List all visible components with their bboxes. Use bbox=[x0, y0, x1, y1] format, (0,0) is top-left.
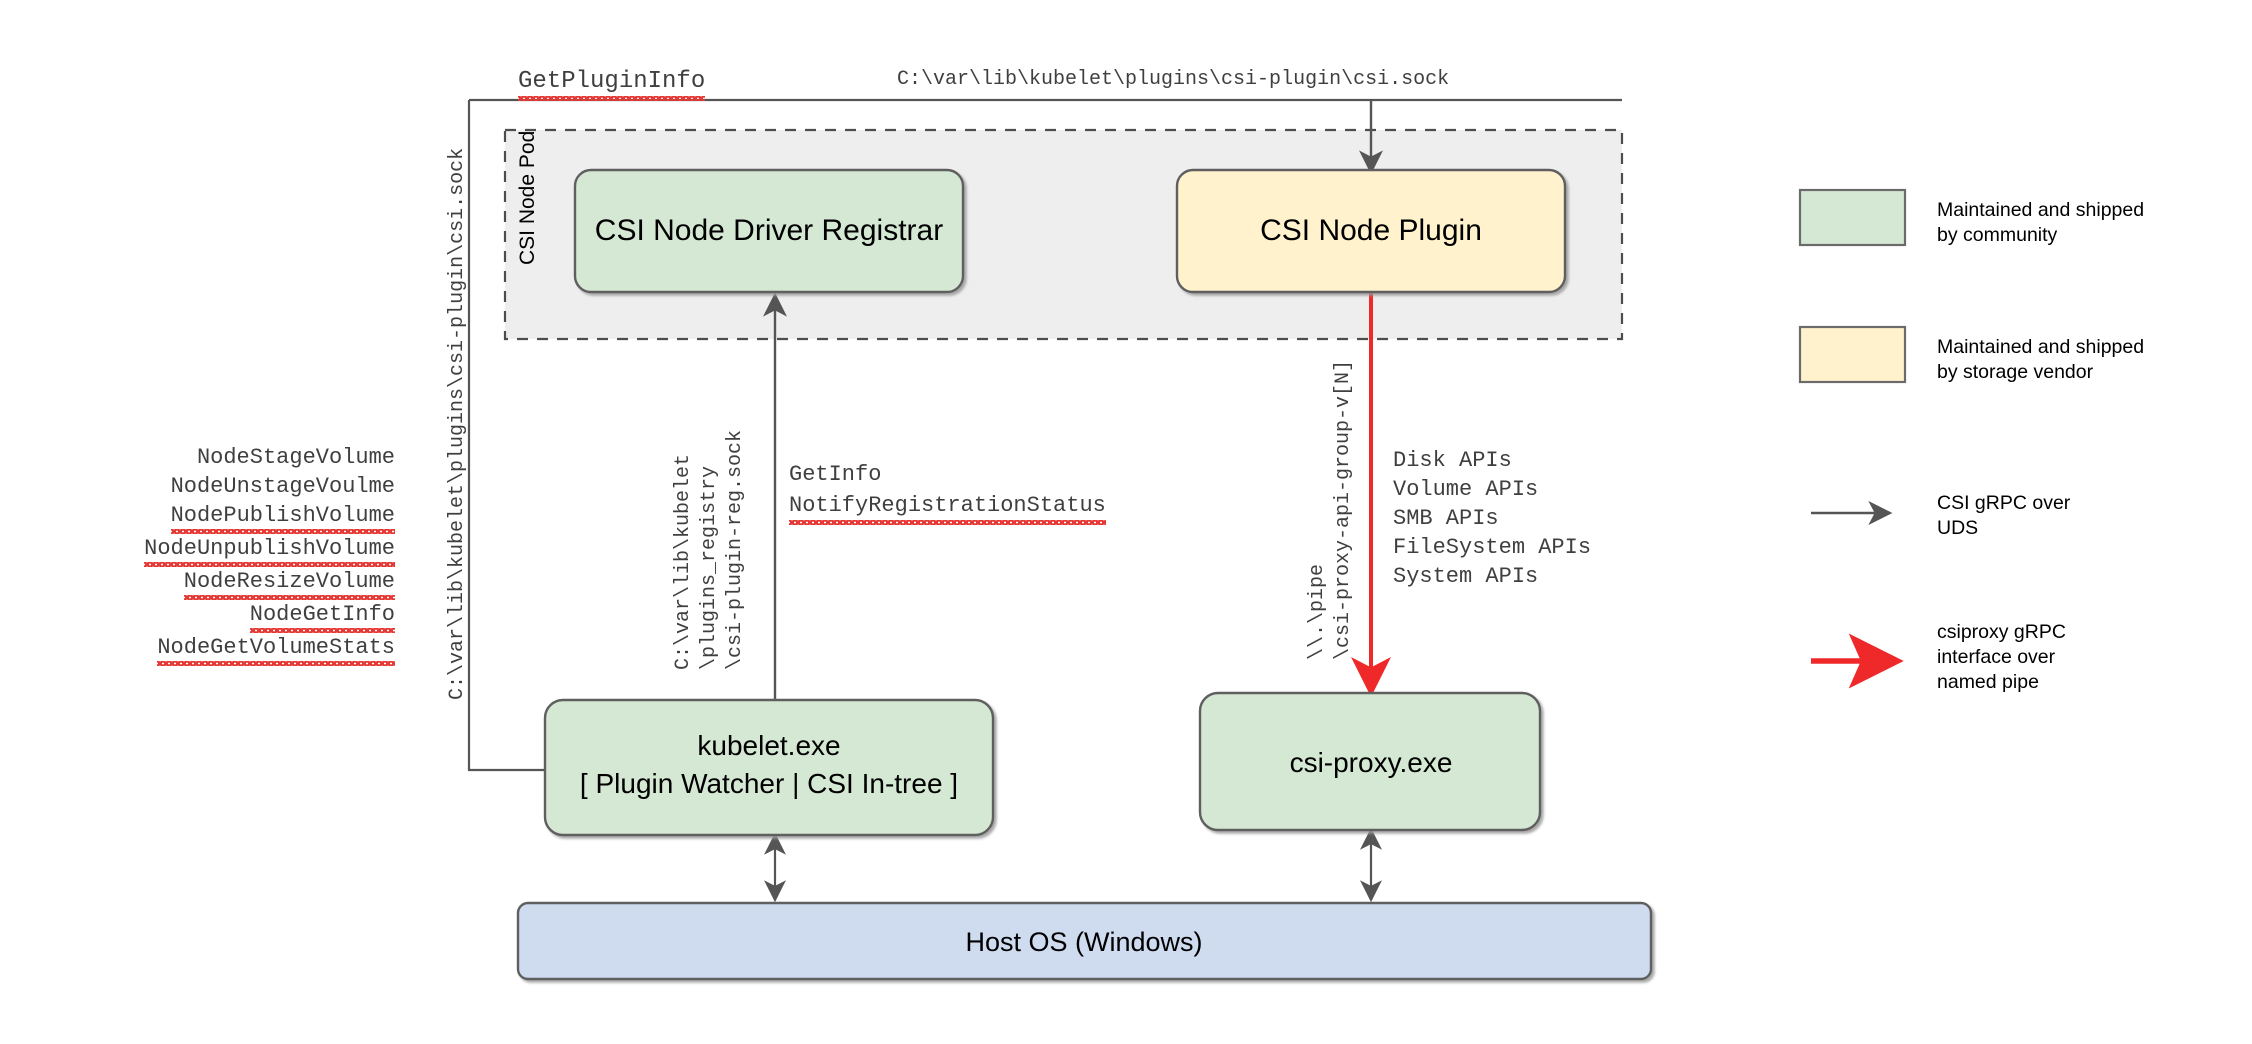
node-api-item: NodeGetVolumeStats bbox=[95, 633, 395, 666]
legend-text-named-pipe: csiproxy gRPC interface over named pipe bbox=[1937, 620, 2066, 695]
spellcheck-squiggle bbox=[518, 96, 706, 101]
node-api-item: NodeResizeVolume bbox=[95, 567, 395, 600]
box-label-csi-proxy: csi-proxy.exe bbox=[1290, 747, 1453, 778]
box-csi-proxy[interactable]: csi-proxy.exe bbox=[1198, 691, 1542, 832]
proxy-api-label: Volume APIs bbox=[1393, 477, 1539, 502]
registrar-call-item: GetInfo bbox=[789, 459, 1106, 490]
registrar-call-label: GetInfo bbox=[789, 462, 882, 487]
legend-swatch-vendor bbox=[1798, 325, 1907, 384]
proxy-api-item: Volume APIs bbox=[1393, 475, 1591, 504]
node-api-label: NodeGetVolumeStats bbox=[157, 633, 395, 666]
proxy-api-item: System APIs bbox=[1393, 562, 1591, 591]
legend-vendor-line: by storage vendor bbox=[1937, 361, 2094, 383]
box-label-csi-node-driver-registrar: CSI Node Driver Registrar bbox=[595, 214, 943, 247]
registry-path-rotated: C:\var\lib\kubelet \plugins_registry \cs… bbox=[672, 430, 747, 670]
svg-text:\plugins_registry: \plugins_registry bbox=[698, 466, 721, 670]
node-api-item: NodeGetInfo bbox=[95, 600, 395, 633]
node-api-label: NodeGetInfo bbox=[249, 600, 395, 633]
legend-swatch-community bbox=[1798, 188, 1907, 247]
proxy-api-label: SMB APIs bbox=[1393, 506, 1499, 531]
svg-text:CSI Node Pod: CSI Node Pod bbox=[516, 131, 539, 265]
box-csi-node-plugin[interactable]: CSI Node Plugin bbox=[1175, 168, 1567, 294]
proxy-api-label: System APIs bbox=[1393, 564, 1539, 589]
legend-named-pipe-line: csiproxy gRPC bbox=[1937, 621, 2066, 643]
label-get-plugin-info-text: GetPluginInfo bbox=[518, 68, 706, 95]
box-kubelet[interactable]: kubelet.exe [ Plugin Watcher | CSI In-tr… bbox=[543, 698, 995, 837]
node-api-item: NodePublishVolume bbox=[95, 501, 395, 534]
legend-community-line: by community bbox=[1937, 224, 2058, 246]
node-api-label: NodePublishVolume bbox=[170, 501, 395, 534]
svg-text:C:\var\lib\kubelet\plugins\csi: C:\var\lib\kubelet\plugins\csi-plugin\cs… bbox=[446, 148, 469, 700]
legend-uds-line: UDS bbox=[1937, 517, 1979, 539]
proxy-api-item: SMB APIs bbox=[1393, 504, 1591, 533]
legend-vendor-line: Maintained and shipped bbox=[1937, 336, 2145, 358]
box-label-csi-node-plugin: CSI Node Plugin bbox=[1260, 214, 1482, 247]
node-api-item: NodeStageVolume bbox=[95, 443, 395, 472]
node-api-label: NodeStageVolume bbox=[196, 445, 395, 470]
legend-text-community: Maintained and shipped by community bbox=[1937, 198, 2144, 248]
svg-text:\\.\pipe: \\.\pipe bbox=[1306, 564, 1329, 660]
box-label-kubelet-line1: kubelet.exe bbox=[697, 730, 840, 761]
node-api-item: NodeUnpublishVolume bbox=[95, 534, 395, 567]
box-host-os[interactable]: Host OS (Windows) bbox=[516, 901, 1653, 981]
pod-label-rotated: CSI Node Pod bbox=[516, 131, 539, 265]
node-api-label: NodeUnstageVoulme bbox=[170, 474, 395, 499]
registrar-call-item: NotifyRegistrationStatus bbox=[789, 490, 1106, 525]
label-get-plugin-info: GetPluginInfo bbox=[518, 68, 706, 101]
box-label-host-os: Host OS (Windows) bbox=[965, 927, 1202, 957]
proxy-api-label: FileSystem APIs bbox=[1393, 535, 1592, 560]
proxy-api-item: FileSystem APIs bbox=[1393, 533, 1591, 562]
label-csi-sock-path-top: C:\var\lib\kubelet\plugins\csi-plugin\cs… bbox=[897, 68, 1450, 91]
legend-named-pipe-line: named pipe bbox=[1937, 671, 2039, 693]
registrar-call-label: NotifyRegistrationStatus bbox=[789, 490, 1106, 525]
named-pipe-path-rotated: \\.\pipe \csi-proxy-api-group-v[N] bbox=[1306, 360, 1355, 660]
legend-community-line: Maintained and shipped bbox=[1937, 199, 2145, 221]
box-csi-node-driver-registrar[interactable]: CSI Node Driver Registrar bbox=[573, 168, 965, 294]
node-api-label: NodeUnpublishVolume bbox=[144, 534, 395, 567]
node-api-item: NodeUnstageVoulme bbox=[95, 472, 395, 501]
proxy-api-label: Disk APIs bbox=[1393, 448, 1512, 473]
box-label-kubelet-line2: [ Plugin Watcher | CSI In-tree ] bbox=[580, 768, 958, 799]
proxy-api-item: Disk APIs bbox=[1393, 446, 1591, 475]
svg-text:\csi-plugin-reg.sock: \csi-plugin-reg.sock bbox=[724, 430, 747, 670]
node-api-label: NodeResizeVolume bbox=[183, 567, 395, 600]
legend-named-pipe-line: interface over bbox=[1937, 646, 2056, 668]
svg-text:\csi-proxy-api-group-v[N]: \csi-proxy-api-group-v[N] bbox=[1332, 360, 1355, 660]
left-socket-path-rotated: C:\var\lib\kubelet\plugins\csi-plugin\cs… bbox=[446, 148, 469, 700]
svg-text:C:\var\lib\kubelet: C:\var\lib\kubelet bbox=[672, 454, 695, 670]
legend-text-vendor: Maintained and shipped by storage vendor bbox=[1937, 335, 2144, 385]
legend-uds-line: CSI gRPC over bbox=[1937, 492, 2071, 514]
